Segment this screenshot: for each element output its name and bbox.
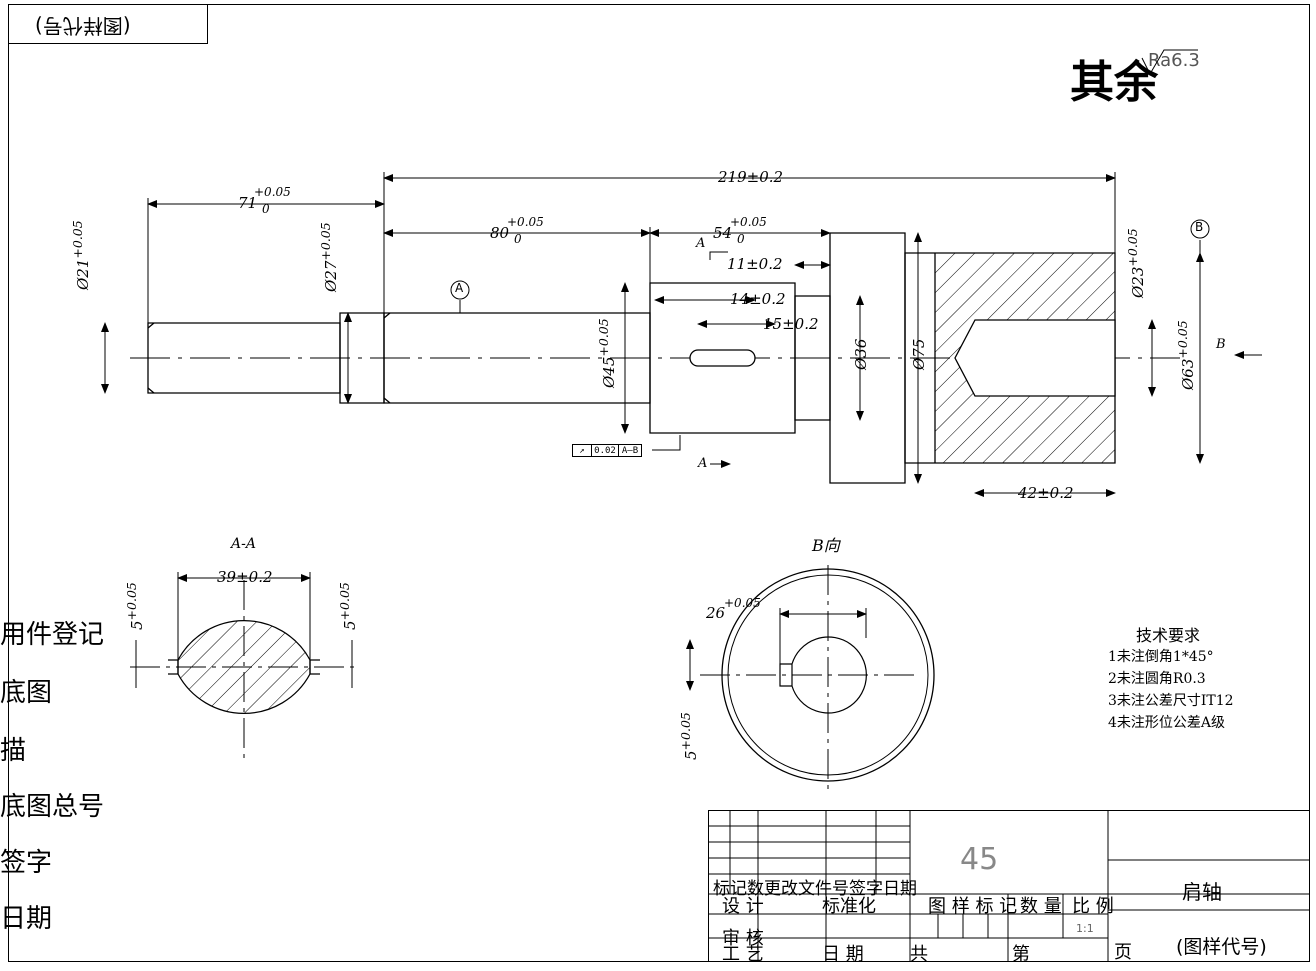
section-label-top: A — [696, 236, 706, 251]
keyway — [689, 349, 756, 367]
tb-change-row: 标记数更改文件号签字日期 — [713, 879, 917, 899]
tol-80-lower: 0 — [514, 232, 522, 246]
view-b-title: B向 — [812, 536, 840, 555]
tb-weight: 数 量 — [1020, 896, 1062, 917]
tb-standard: 标准化 — [822, 896, 876, 917]
datum-b-label: B — [1195, 220, 1204, 234]
vb-keywidth-text: 5 — [682, 750, 700, 760]
dim-phi27: Ø27+0.05 — [318, 222, 340, 292]
side-label-4: 底图总号 — [0, 792, 105, 822]
dim-71: 71 — [238, 194, 258, 212]
tb-review: 审 核 — [722, 928, 764, 949]
section-aa-title: A-A — [231, 536, 256, 552]
section-aa-key-left: 5+0.05 — [124, 582, 146, 630]
bore-outline — [954, 319, 1116, 397]
datum-a-label: A — [455, 281, 464, 295]
tol-54-upper: +0.05 — [730, 215, 767, 229]
dim-overall: 219±0.2 — [718, 168, 784, 186]
view-b-keywidth: 5+0.05 — [678, 712, 700, 760]
view-arrow-label: B — [1216, 337, 1226, 352]
dim-phi21: Ø21+0.05 — [70, 220, 92, 290]
section-label-bottom: A — [698, 456, 708, 471]
tb-part-name: 肩轴 — [1182, 880, 1222, 904]
section-aa-key-right: 5+0.05 — [337, 582, 359, 630]
dim-phi75: Ø75 — [910, 338, 928, 370]
phi23-tol: +0.05 — [1125, 228, 1140, 267]
phi21-tol: +0.05 — [70, 220, 85, 259]
section-aa-width: 39±0.2 — [217, 568, 273, 586]
section-marker-top — [709, 251, 728, 260]
dim-54: 54 — [713, 224, 733, 242]
phi21-text: Ø21 — [74, 258, 92, 290]
dim-phi45: Ø45+0.05 — [596, 318, 618, 388]
datum-a-bubble — [450, 280, 470, 300]
fcf-symbol: ↗ — [572, 444, 592, 457]
tb-stage-mark: 图 样 标 记 — [928, 896, 1018, 917]
roughness-symbol — [1141, 49, 1198, 76]
dim-phi63: Ø63+0.05 — [1175, 320, 1197, 390]
side-label-1: 用件登记 — [0, 620, 105, 650]
tol-71-lower: 0 — [262, 202, 270, 216]
side-label-3: 描 — [0, 736, 27, 766]
phi23-text: Ø23 — [1129, 266, 1147, 298]
tech-req-1: 1未注倒角1*45° — [1108, 649, 1214, 665]
phi63-text: Ø63 — [1179, 358, 1197, 390]
vb-keywidth-tol: +0.05 — [678, 712, 693, 751]
phi45-text: Ø45 — [600, 356, 618, 388]
datum-b-bubble — [1190, 219, 1210, 239]
tb-scale-value: 1:1 — [1076, 922, 1094, 935]
view-b-depth: 26 — [706, 604, 726, 622]
tech-req-2: 2未注圆角R0.3 — [1108, 671, 1206, 687]
tb-total: 共 — [910, 944, 928, 965]
dim-phi36: Ø36 — [852, 338, 870, 370]
phi27-text: Ø27 — [322, 260, 340, 292]
tol-54-lower: 0 — [737, 232, 745, 246]
side-label-2: 底图 — [0, 678, 53, 708]
view-b-depth-tol: +0.05 — [724, 596, 761, 610]
tech-req-3: 3未注公差尺寸IT12 — [1108, 693, 1234, 709]
dim-14: 14±0.2 — [730, 290, 786, 308]
fcf-leader — [652, 435, 681, 451]
surface-note: 其余 — [1070, 57, 1158, 108]
phi27-tol: +0.05 — [318, 222, 333, 261]
tb-process: 工 艺 — [722, 944, 764, 965]
aa-key-right-text: 5 — [341, 620, 359, 630]
tech-req-4: 4未注形位公差A级 — [1108, 715, 1226, 731]
phi45-tol: +0.05 — [596, 318, 611, 357]
corner-code-box: (图样代号) — [8, 4, 208, 44]
tb-drawing-code: (图样代号) — [1176, 936, 1267, 958]
dim-42: 42±0.2 — [1018, 484, 1074, 502]
dim-phi23: Ø23+0.05 — [1125, 228, 1147, 298]
aa-key-right-tol: +0.05 — [337, 582, 352, 621]
tol-71-upper: +0.05 — [254, 185, 291, 199]
tb-date: 日 期 — [822, 944, 864, 965]
section-aa-drawing — [130, 572, 360, 760]
tech-req-title: 技术要求 — [1136, 626, 1201, 645]
side-label-6: 日期 — [0, 904, 53, 934]
dim-11: 11±0.2 — [727, 255, 783, 273]
fcf-datum: A–B — [618, 444, 642, 457]
tb-page: 页 — [1114, 942, 1132, 963]
tb-design: 设 计 — [722, 896, 764, 917]
tb-scale-label: 比 例 — [1072, 896, 1114, 917]
aa-key-left-tol: +0.05 — [124, 582, 139, 621]
dim-80: 80 — [490, 224, 510, 242]
tb-page-of: 第 — [1012, 944, 1030, 965]
drawing-frame — [8, 4, 1310, 962]
aa-key-left-text: 5 — [128, 620, 146, 630]
title-block-grid — [708, 810, 1310, 962]
view-b-drawing — [686, 565, 935, 795]
phi63-tol: +0.05 — [1175, 320, 1190, 359]
side-label-5: 签字 — [0, 848, 53, 878]
tb-material: 45 — [960, 842, 999, 877]
tol-80-upper: +0.05 — [507, 215, 544, 229]
fcf-value: 0.02 — [591, 444, 619, 457]
dim-lines — [101, 172, 1262, 497]
dim-15: 15±0.2 — [763, 315, 819, 333]
